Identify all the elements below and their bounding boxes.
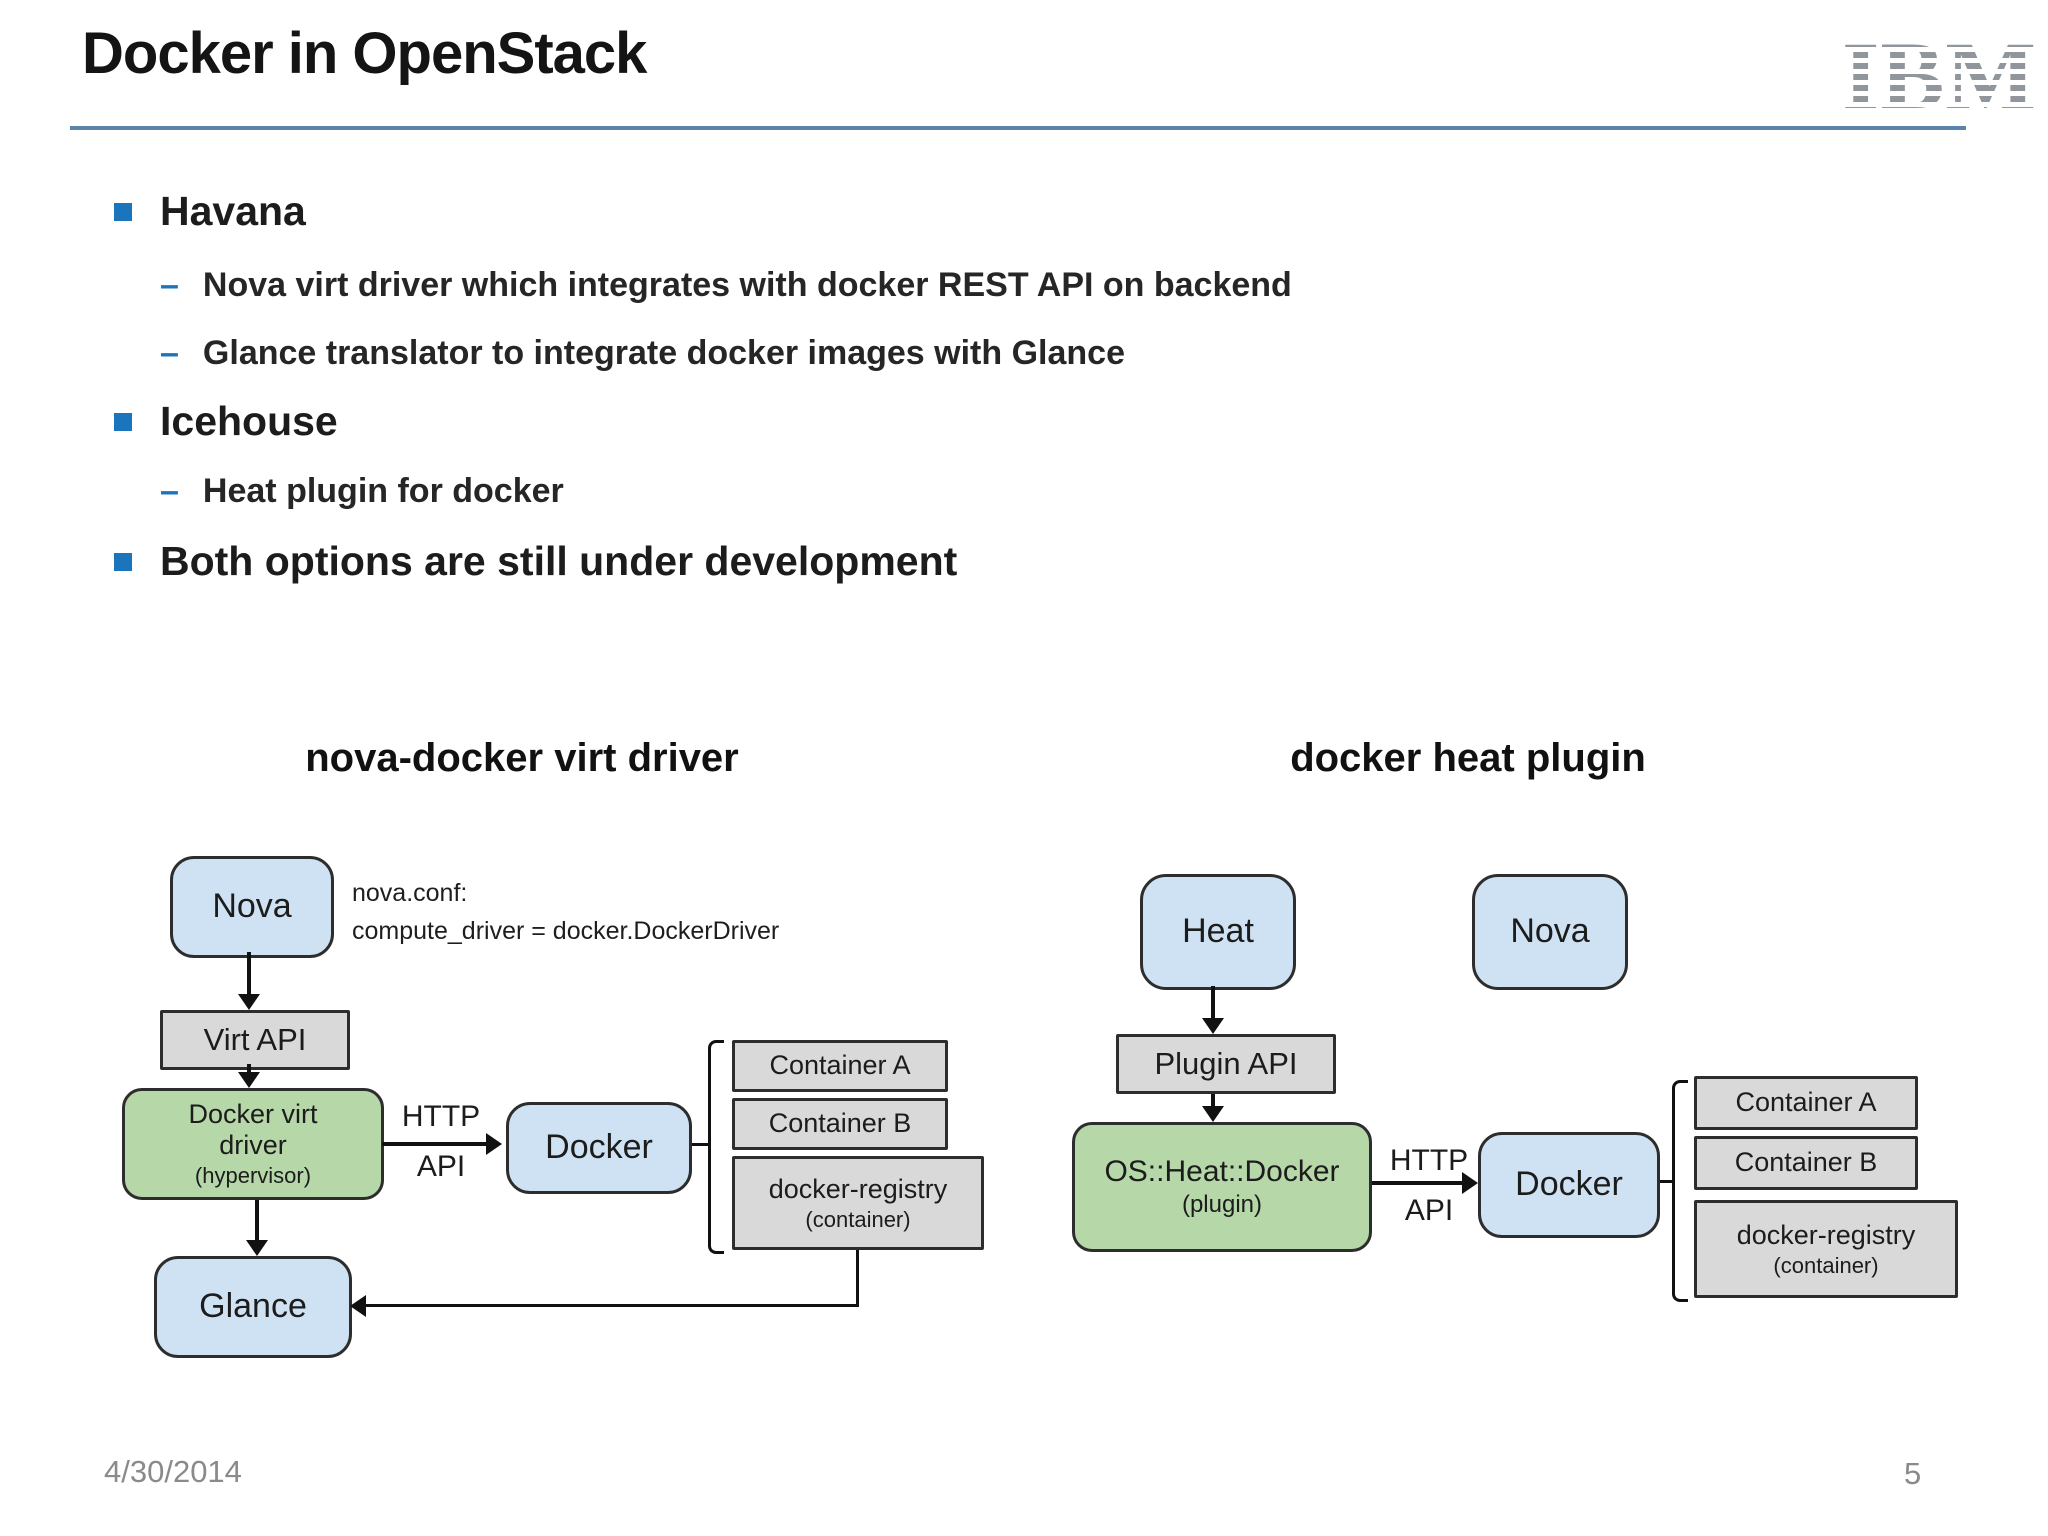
config-note-line1: nova.conf: [352, 879, 468, 907]
square-bullet-icon [114, 553, 132, 571]
node-label: Virt API [203, 1022, 307, 1058]
connector-registry-down [856, 1250, 859, 1307]
node-label: Docker [545, 1128, 653, 1167]
node-label-line1: Docker virt [188, 1099, 318, 1130]
label-api: API [1404, 1194, 1454, 1227]
arrow-pluginapi-to-plugin [1211, 1094, 1215, 1108]
node-label-line1: OS::Heat::Docker [1104, 1154, 1340, 1188]
arrowhead-down-icon [238, 1072, 260, 1088]
bullet-text: Nova virt driver which integrates with d… [202, 266, 1292, 304]
node-docker: Docker [506, 1102, 692, 1194]
node-docker-registry: docker-registry (container) [732, 1156, 984, 1250]
dash-bullet-icon: – [160, 334, 179, 372]
connector-docker-to-bracket [1660, 1180, 1674, 1183]
bullet-heat-plugin: – Heat plugin for docker [160, 472, 564, 511]
arrow-virtapi-to-driver [247, 1064, 251, 1074]
node-label: Container B [768, 1108, 912, 1139]
connector-registry-to-glance [366, 1304, 859, 1307]
arrow-driver-to-glance [255, 1200, 259, 1242]
node-container-a: Container A [732, 1040, 948, 1092]
node-label-line3: (hypervisor) [194, 1163, 312, 1189]
bullet-icehouse: Icehouse [114, 398, 338, 445]
connector-docker-to-bracket [692, 1143, 710, 1146]
node-label: Container A [1735, 1087, 1877, 1118]
square-bullet-icon [114, 203, 132, 221]
node-docker-virt-driver: Docker virt driver (hypervisor) [122, 1088, 384, 1200]
arrowhead-right-icon [1462, 1172, 1478, 1194]
node-label-line2: (container) [805, 1206, 911, 1232]
footer-page-number: 5 [1904, 1456, 1922, 1491]
label-http: HTTP [1389, 1144, 1469, 1177]
node-label: Container B [1734, 1147, 1878, 1178]
node-label: Container A [769, 1050, 911, 1081]
label-http: HTTP [401, 1100, 481, 1133]
dash-bullet-icon: – [160, 266, 179, 304]
bullet-nova-virt-driver: – Nova virt driver which integrates with… [160, 266, 1292, 305]
node-label: Nova [212, 887, 292, 926]
node-label-line2: driver [219, 1130, 287, 1161]
arrowhead-down-icon [1202, 1018, 1224, 1034]
node-label-line2: (container) [1773, 1252, 1879, 1278]
node-os-heat-docker: OS::Heat::Docker (plugin) [1072, 1122, 1372, 1252]
ibm-logo: IBM [1842, 22, 2037, 129]
arrow-heat-to-pluginapi [1211, 986, 1215, 1020]
containers-bracket [1672, 1080, 1688, 1302]
node-heat: Heat [1140, 874, 1296, 990]
bullet-text: Heat plugin for docker [202, 472, 564, 510]
node-container-b-right: Container B [1694, 1136, 1918, 1190]
arrowhead-down-icon [246, 1240, 268, 1256]
node-container-a-right: Container A [1694, 1076, 1918, 1130]
label-api: API [416, 1150, 466, 1183]
containers-bracket [708, 1040, 724, 1254]
node-label: Docker [1515, 1165, 1623, 1204]
node-label-line1: docker-registry [768, 1173, 948, 1204]
page-title: Docker in OpenStack [82, 21, 647, 86]
node-docker-registry-right: docker-registry (container) [1694, 1200, 1958, 1298]
arrowhead-down-icon [1202, 1106, 1224, 1122]
arrow-driver-to-docker [382, 1142, 486, 1146]
node-nova: Nova [170, 856, 334, 958]
node-nova-right: Nova [1472, 874, 1628, 990]
node-label: Nova [1510, 912, 1590, 951]
node-label: Plugin API [1154, 1046, 1298, 1082]
bullet-text: Both options are still under development [160, 538, 958, 584]
config-note-line2: compute_driver = docker.DockerDriver [352, 917, 780, 945]
node-label: Heat [1182, 912, 1254, 951]
bullet-glance-translator: – Glance translator to integrate docker … [160, 334, 1125, 373]
arrowhead-right-icon [486, 1133, 502, 1155]
node-plugin-api: Plugin API [1116, 1034, 1336, 1094]
bullet-text: Glance translator to integrate docker im… [202, 334, 1125, 372]
bullet-havana: Havana [114, 188, 306, 235]
node-virt-api: Virt API [160, 1010, 350, 1070]
arrowhead-down-icon [238, 994, 260, 1010]
bullet-text: Icehouse [160, 398, 338, 444]
node-docker-right: Docker [1478, 1132, 1660, 1238]
arrowhead-left-icon [350, 1295, 366, 1317]
bullet-text: Havana [160, 188, 306, 234]
node-label-line2: (plugin) [1181, 1191, 1263, 1219]
title-underline [70, 126, 1966, 130]
node-glance: Glance [154, 1256, 352, 1358]
arrow-plugin-to-docker [1372, 1181, 1462, 1185]
node-label: Glance [199, 1287, 307, 1326]
dash-bullet-icon: – [160, 472, 179, 510]
footer-date: 4/30/2014 [104, 1454, 242, 1489]
diagram-heading-heat-plugin: docker heat plugin [1290, 736, 1646, 780]
node-label-line1: docker-registry [1736, 1219, 1916, 1250]
square-bullet-icon [114, 413, 132, 431]
node-container-b: Container B [732, 1098, 948, 1150]
config-note: nova.conf: compute_driver = docker.Docke… [352, 874, 779, 950]
bullet-both-options: Both options are still under development [114, 538, 957, 585]
diagram-heading-nova-docker: nova-docker virt driver [305, 736, 739, 780]
arrow-nova-to-virtapi [247, 952, 251, 996]
